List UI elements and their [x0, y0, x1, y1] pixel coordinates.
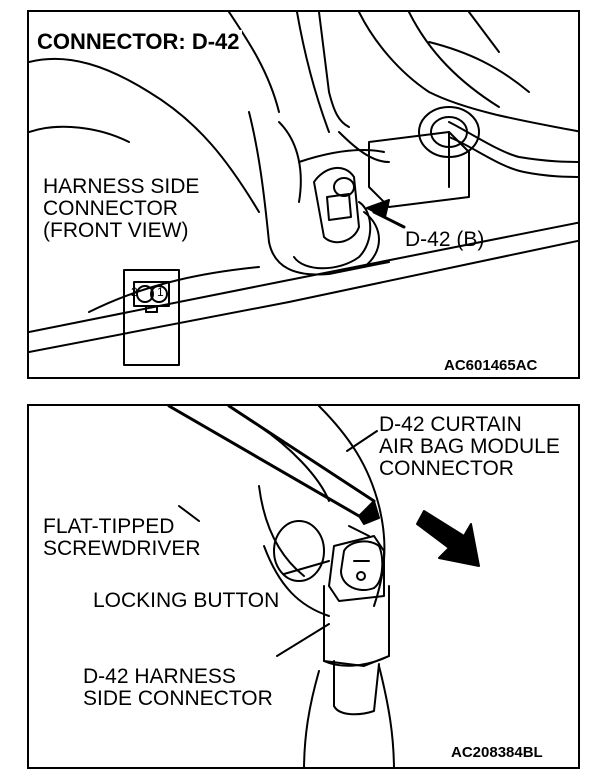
screwdriver-label-line-1: FLAT-TIPPED	[43, 515, 175, 538]
screwdriver-release-drawing	[167, 406, 480, 767]
pin-2-label: 2	[131, 285, 138, 299]
curtain-label-line-3: CONNECTOR	[379, 457, 514, 481]
harness-label-line-3: (FRONT VIEW)	[43, 219, 189, 243]
vehicle-connector-drawing	[29, 12, 578, 366]
flat-tipped-screwdriver-label: FLAT-TIPPED SCREWDRIVER	[41, 515, 203, 561]
curtain-label-line-1: D-42 CURTAIN	[379, 413, 522, 436]
curtain-airbag-module-connector-label: D-42 CURTAIN AIR BAG MODULE CONNECTOR	[377, 413, 562, 481]
connector-title: CONNECTOR: D-42	[35, 29, 242, 54]
harness-side-label-line-2: SIDE CONNECTOR	[83, 687, 273, 711]
harness-side-label-line-1: D-42 HARNESS	[83, 665, 236, 688]
figure-code-bottom: AC208384BL	[449, 744, 545, 761]
figure-code-top: AC601465AC	[442, 357, 540, 374]
top-illustration-panel: CONNECTOR: D-42 HARNESS SIDE CONNECTOR (…	[27, 10, 580, 379]
harness-label-line-2: CONNECTOR	[43, 197, 178, 221]
curtain-label-line-2: AIR BAG MODULE	[379, 435, 560, 459]
harness-label-line-1: HARNESS SIDE	[43, 175, 200, 198]
bottom-illustration-panel: D-42 CURTAIN AIR BAG MODULE CONNECTOR FL…	[27, 404, 580, 769]
harness-side-connector-label: HARNESS SIDE CONNECTOR (FRONT VIEW)	[41, 175, 201, 243]
screwdriver-label-line-2: SCREWDRIVER	[43, 537, 201, 561]
connector-d42-b-label: D-42 (B)	[405, 228, 485, 251]
d42-harness-side-connector-label: D-42 HARNESS SIDE CONNECTOR	[81, 665, 275, 711]
locking-button-label: LOCKING BUTTON	[91, 589, 282, 613]
pin-1-label: 1	[157, 285, 164, 299]
